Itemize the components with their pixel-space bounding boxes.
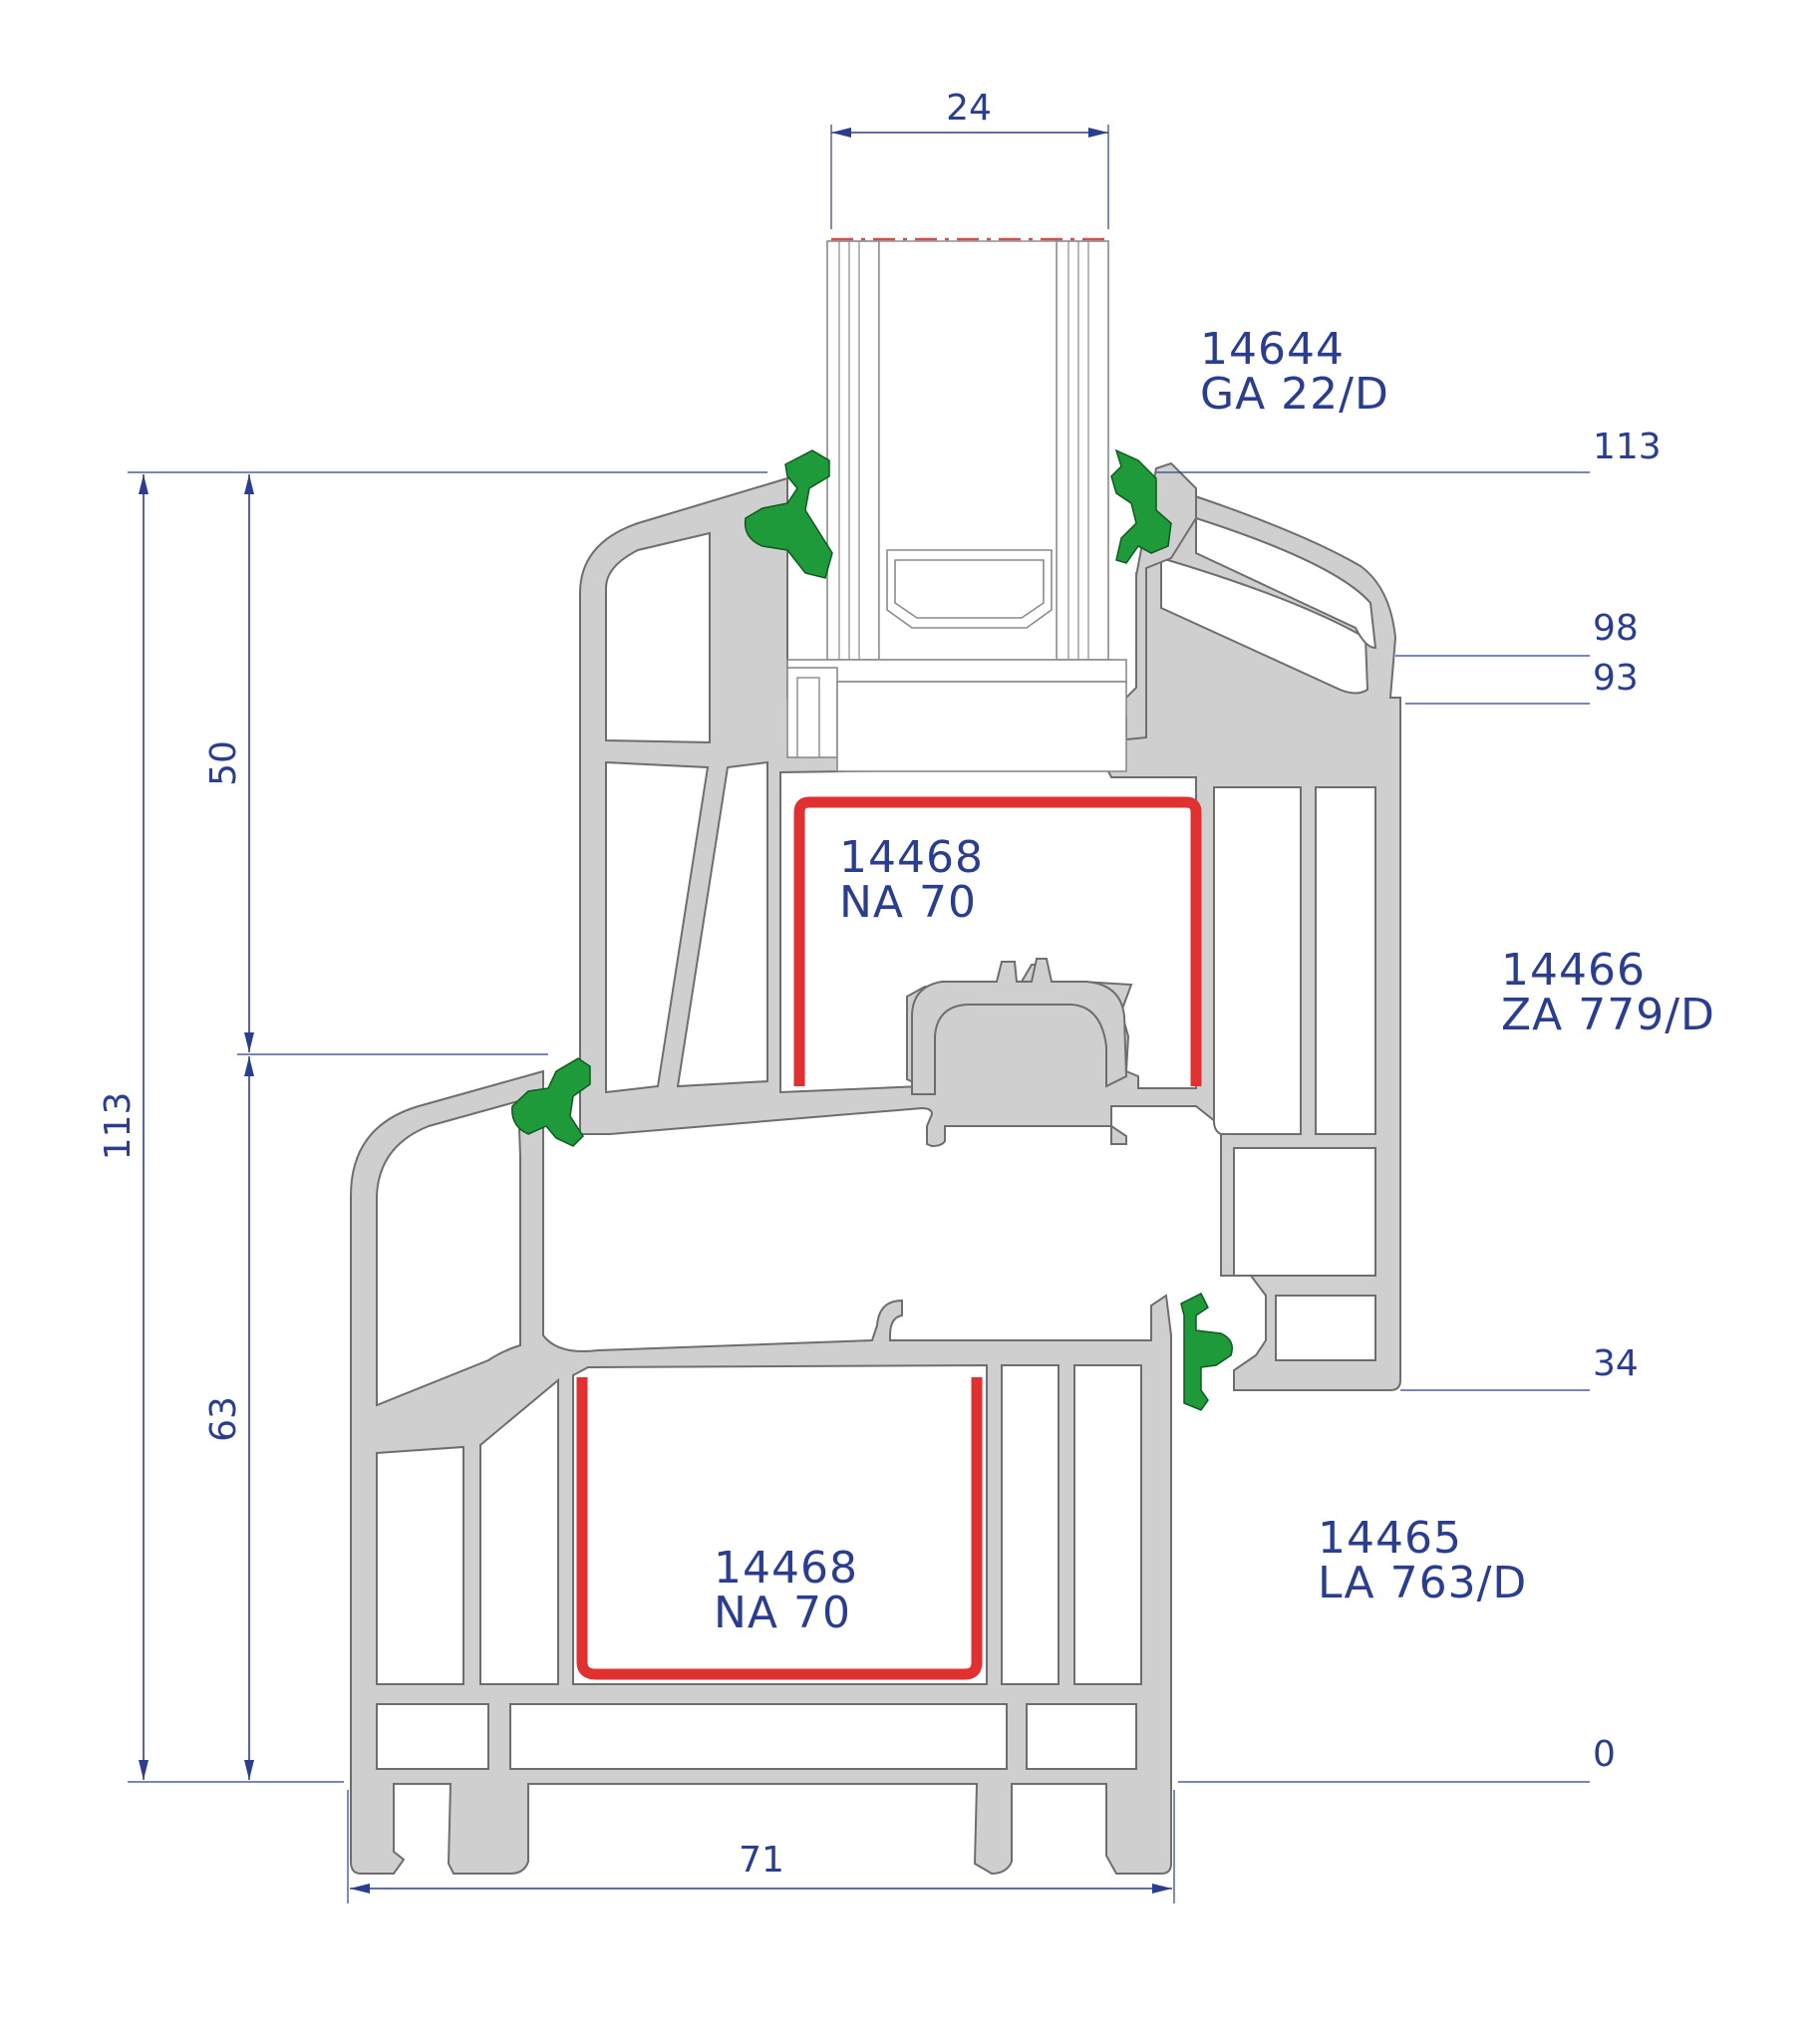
sash-steel-code: 14468 bbox=[839, 832, 984, 883]
dim-frame-height: 63 bbox=[203, 1396, 244, 1442]
profile-labels: 14644 GA 22/D 14468 NA 70 14466 ZA 779/D… bbox=[714, 324, 1715, 1638]
frame-steel-reinforcement bbox=[576, 1377, 983, 1680]
gasket-glass-inner bbox=[1110, 448, 1172, 564]
gasket-frame-inner bbox=[1180, 1292, 1233, 1411]
dim-level-98: 98 bbox=[1593, 608, 1639, 649]
sash-steel-reinforcement bbox=[793, 796, 1202, 1086]
glazing-bead-code: 14644 bbox=[1200, 324, 1345, 375]
dim-level-93: 93 bbox=[1593, 658, 1639, 699]
extension-lines bbox=[128, 125, 1590, 1903]
dimension-labels: 24 113 98 93 34 0 50 63 113 71 bbox=[98, 88, 1662, 1881]
gaskets bbox=[511, 448, 1233, 1411]
frame-code: 14465 bbox=[1318, 1513, 1462, 1564]
dim-level-top: 113 bbox=[1593, 427, 1662, 467]
sash-name: ZA 779/D bbox=[1501, 990, 1715, 1040]
dim-sash-height: 50 bbox=[203, 740, 244, 786]
dim-level-34: 34 bbox=[1593, 1343, 1639, 1384]
glass-unit bbox=[786, 237, 1127, 772]
frame-name: LA 763/D bbox=[1318, 1558, 1527, 1608]
gasket-frame-outer bbox=[511, 1057, 591, 1147]
dim-glass-width: 24 bbox=[946, 88, 992, 129]
dim-level-0: 0 bbox=[1593, 1734, 1616, 1775]
sash-tongue bbox=[911, 958, 1128, 1095]
gasket-glass-outer bbox=[744, 449, 833, 579]
glazing-bead-name: GA 22/D bbox=[1200, 369, 1389, 420]
sash-code: 14466 bbox=[1501, 945, 1646, 996]
sash-steel-name: NA 70 bbox=[839, 877, 977, 928]
frame-steel-name: NA 70 bbox=[714, 1588, 851, 1638]
frame-profile bbox=[350, 1069, 1172, 1876]
dim-frame-width: 71 bbox=[739, 1840, 784, 1881]
dimension-lines bbox=[139, 128, 1172, 1893]
sash-profile bbox=[579, 476, 1401, 1391]
frame-steel-code: 14468 bbox=[714, 1543, 858, 1594]
dim-total-height: 113 bbox=[98, 1092, 139, 1161]
